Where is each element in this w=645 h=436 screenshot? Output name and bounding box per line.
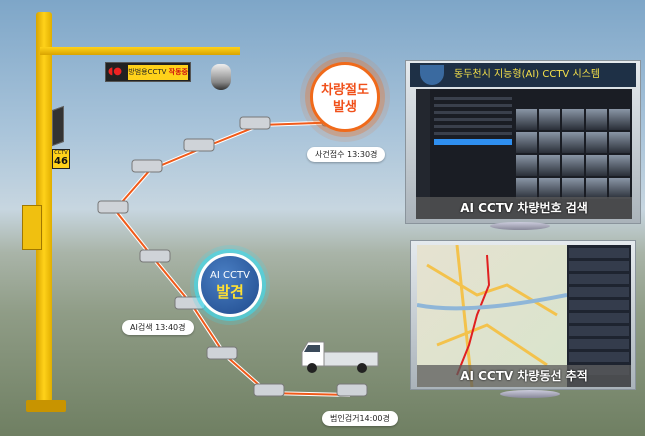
screen-sidebar [416, 89, 430, 219]
pole-arm [40, 47, 240, 55]
monitor-stand [490, 222, 550, 230]
control-box [22, 205, 42, 250]
sign-text: 방범용CCTV [128, 67, 167, 76]
system-header: 동두천시 지능형(AI) CCTV 시스템 [410, 63, 636, 87]
search-screen: AI CCTV 차량번호 검색 [416, 89, 632, 219]
cctv-camera-icon [336, 383, 368, 397]
screen2-caption: AI CCTV 차량동선 추적 [417, 365, 631, 387]
ai-search-time-label: AI검색 13:40경 [122, 320, 194, 335]
theft-line1: 차량절도 [321, 83, 369, 98]
truck-icon [301, 341, 379, 373]
ai-line1: AI CCTV [210, 270, 250, 281]
camera-signal-icon: ◖● [108, 66, 122, 77]
incident-time-label: 사건접수 13:30경 [307, 147, 386, 162]
ai-found-bubble: AI CCTV 발견 [198, 253, 262, 317]
cctv-camera-icon [183, 138, 215, 152]
cctv-camera-icon [253, 383, 285, 397]
route-map [417, 245, 567, 387]
cctv-camera-icon [139, 249, 171, 263]
tracking-screen: AI CCTV 차량동선 추적 [417, 245, 631, 387]
cctv-pole [36, 12, 52, 412]
theft-line2: 발생 [333, 100, 357, 115]
screen1-caption: AI CCTV 차량번호 검색 [416, 197, 632, 219]
monitor-plate-search: 동두천시 지능형(AI) CCTV 시스템 AI CCTV 차량번호 검색 [405, 60, 641, 224]
search-form [432, 93, 514, 183]
cctv-warning-sign: ◖● 방범용CCTV 작동중 [105, 62, 191, 82]
ai-line2: 발견 [216, 283, 244, 301]
cctv-camera-icon [97, 200, 129, 214]
cctv-camera-icon [131, 159, 163, 173]
tracking-list [567, 245, 631, 387]
arrest-time-label: 범인검거14:00경 [322, 411, 398, 426]
cctv-camera-icon [206, 346, 238, 360]
system-title: 동두천시 지능형(AI) CCTV 시스템 [454, 69, 601, 80]
sign-status: 작동중 [168, 67, 188, 76]
camera-result-grid [516, 109, 630, 199]
pole-base [26, 400, 66, 412]
monitor-stand [500, 390, 560, 398]
dome-camera-icon [211, 64, 231, 90]
plate-label: CCTV [54, 150, 68, 156]
tracking-line-core [113, 121, 351, 396]
cctv-logo-icon [420, 65, 444, 85]
cctv-camera-icon [239, 116, 271, 130]
monitor-route-tracking: AI CCTV 차량동선 추적 [410, 240, 636, 390]
plate-number: 46 [54, 156, 68, 167]
